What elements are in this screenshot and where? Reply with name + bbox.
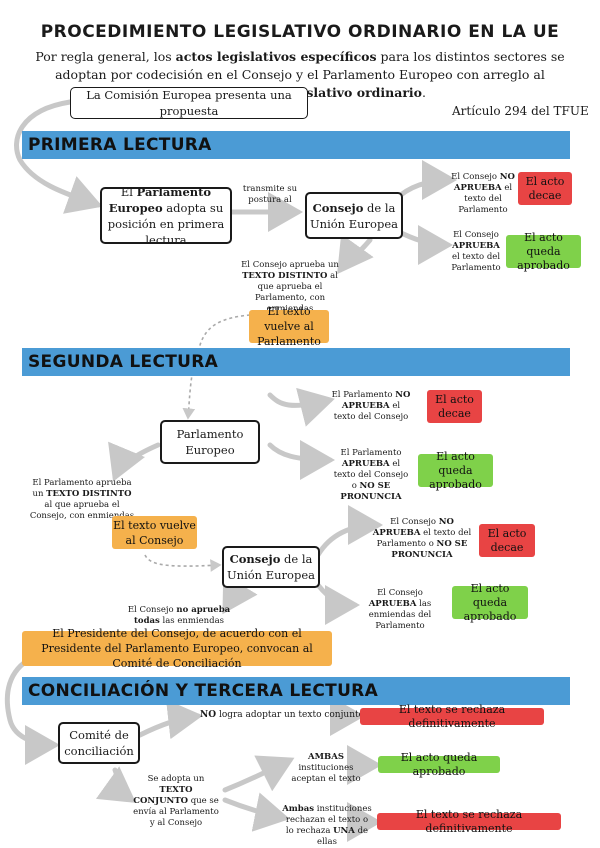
no-joint-text-label: NO logra adoptar un texto conjunto: [200, 710, 365, 720]
act-approved-badge-1: El acto queda aprobado: [506, 231, 581, 272]
transmits-label: transmite su postura al: [242, 184, 298, 205]
council-second-reading-box: Consejo de la Unión Europea: [222, 546, 320, 588]
section-first-reading: PRIMERA LECTURA: [22, 131, 570, 159]
act-approved-badge-3: El acto queda aprobado: [452, 582, 528, 623]
page-title: PROCEDIMIENTO LEGISLATIVO ORDINARIO EN L…: [40, 22, 560, 42]
reject-label: Ambas instituciones rechazan el texto o …: [282, 804, 372, 847]
act-decays-badge-2: El acto decae: [427, 390, 482, 423]
conciliation-committee-box: Comité de conciliación: [58, 722, 140, 764]
parliament-different-text-label: El Parlamento aprueba un TEXTO DISTINTO …: [29, 478, 135, 521]
parliament-approve-label: El Parlamento APRUEBA el texto del Conse…: [333, 448, 409, 502]
section-third-reading: CONCILIACIÓN Y TERCERA LECTURA: [22, 677, 570, 705]
rejected-badge-2: El texto se rechaza definitivamente: [377, 808, 561, 835]
conciliation-convocation-badge: El Presidente del Consejo, de acuerdo co…: [22, 627, 332, 670]
parliament-not-approve-label: El Parlamento NO APRUEBA el texto del Co…: [331, 390, 411, 422]
parliament-second-reading-box: Parlamento Europeo: [160, 420, 260, 464]
council-approve-label: El Consejo APRUEBA el texto del Parlamen…: [451, 230, 501, 273]
article-reference: Artículo 294 del TFUE: [452, 104, 589, 118]
act-decays-badge-1: El acto decae: [518, 172, 572, 205]
section-second-reading: SEGUNDA LECTURA: [22, 348, 570, 376]
council-reject-amendments-label: El Consejo no aprueba todas las enmienda…: [127, 605, 231, 626]
rejected-badge-1: El texto se rechaza definitivamente: [360, 703, 544, 730]
council-not-approve-label-2: El Consejo NO APRUEBA el texto del Parla…: [372, 517, 472, 560]
intro-text: Por regla general, los actos legislativo…: [35, 49, 565, 100]
both-accept-label: AMBAS instituciones aceptan el texto: [291, 752, 361, 784]
parliament-first-reading-box: El Parlamento Europeo adopta su posición…: [100, 185, 232, 247]
council-approve-amendments-label: El Consejo APRUEBA las enmiendas del Par…: [368, 588, 432, 631]
act-decays-badge-3: El acto decae: [479, 524, 535, 557]
act-approved-badge-4: El acto queda aprobado: [378, 751, 500, 778]
council-first-reading-box: Consejo de la Unión Europea: [305, 192, 403, 239]
text-returns-council-badge: El texto vuelve al Consejo: [112, 516, 197, 549]
text-returns-parliament-badge: El texto vuelve al Parlamento: [249, 305, 329, 348]
joint-text-label: Se adopta un TEXTO CONJUNTO que se envía…: [133, 774, 219, 828]
act-approved-badge-2: El acto queda aprobado: [418, 450, 493, 491]
council-not-approve-label: El Consejo NO APRUEBA el texto del Parla…: [451, 172, 515, 215]
commission-proposal-box: La Comisión Europea presenta una propues…: [70, 87, 308, 119]
council-different-text-label: El Consejo aprueba un TEXTO DISTINTO al …: [241, 260, 339, 314]
